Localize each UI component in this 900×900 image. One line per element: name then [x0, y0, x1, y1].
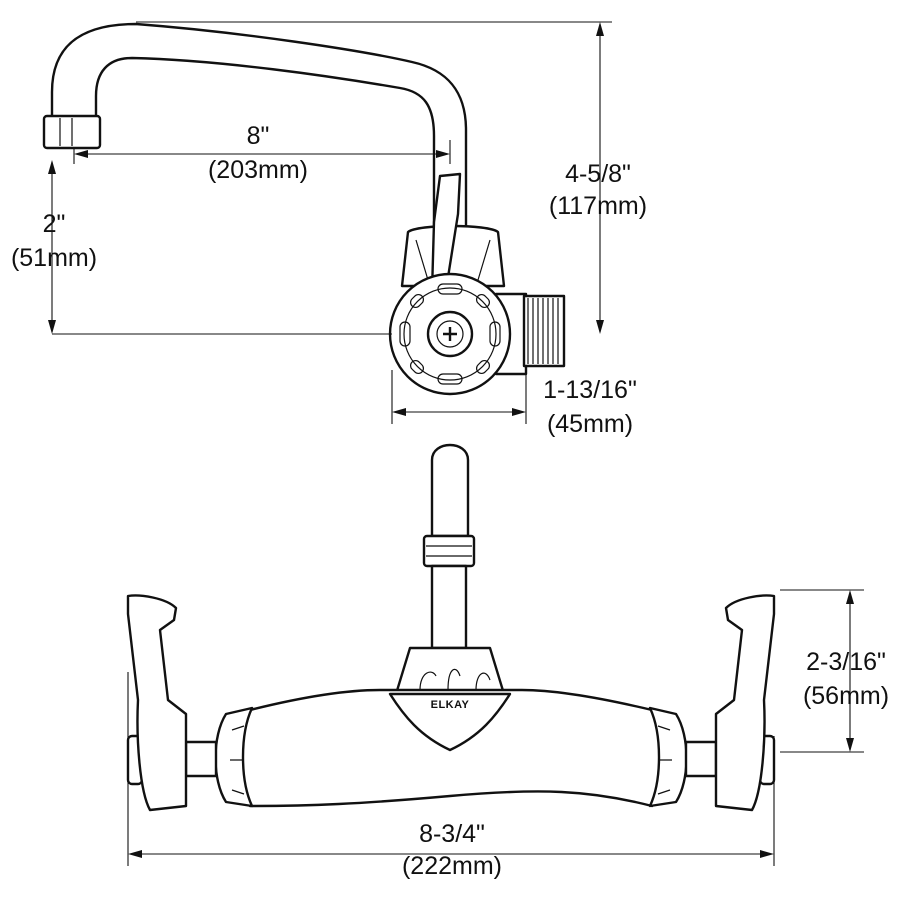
side-view-labels: 8" (203mm) 2" (51mm) 4-5/8" (117mm) 1-13…	[11, 122, 647, 438]
overall-height-metric: (117mm)	[549, 192, 647, 220]
spout-height-metric: (51mm)	[11, 244, 97, 272]
brand-logo: ELKAY	[431, 699, 470, 711]
front-height-metric: (56mm)	[803, 682, 889, 710]
spout-nut	[400, 224, 506, 288]
inlet-depth-imperial: 1-13/16"	[543, 376, 637, 404]
inlet-depth-metric: (45mm)	[547, 410, 633, 438]
thread-lines	[527, 298, 559, 364]
left-stem	[184, 740, 218, 778]
right-stem	[684, 740, 718, 778]
overall-height-imperial: 4-5/8"	[565, 160, 631, 188]
spout-tube	[50, 22, 468, 232]
front-spout-nut	[394, 646, 506, 696]
spout-height-imperial: 2"	[43, 210, 66, 238]
overall-width-metric: (222mm)	[402, 852, 502, 880]
spout-reach-metric: (203mm)	[208, 156, 308, 184]
front-view-dimensions	[127, 589, 864, 866]
side-view-dimensions	[48, 21, 612, 424]
left-handle-lever	[126, 594, 188, 812]
left-bonnet	[214, 706, 254, 808]
front-spout-riser	[430, 564, 468, 650]
front-view-labels: 2-3/16" (56mm) 8-3/4" (222mm)	[402, 648, 889, 880]
right-bonnet	[648, 706, 688, 808]
overall-width-imperial: 8-3/4"	[419, 820, 485, 848]
side-view	[42, 22, 566, 396]
inlet-thread	[522, 294, 566, 368]
front-spout-tip	[430, 443, 470, 538]
spout-reach-imperial: 8"	[247, 122, 270, 150]
front-height-imperial: 2-3/16"	[806, 648, 886, 676]
right-handle-lever	[714, 594, 776, 812]
screw-icon	[443, 327, 457, 341]
body-center-bump	[388, 692, 512, 752]
front-view: ELKAY	[126, 443, 776, 812]
front-spout-collar	[422, 534, 476, 568]
valve-body-slots	[399, 283, 501, 385]
